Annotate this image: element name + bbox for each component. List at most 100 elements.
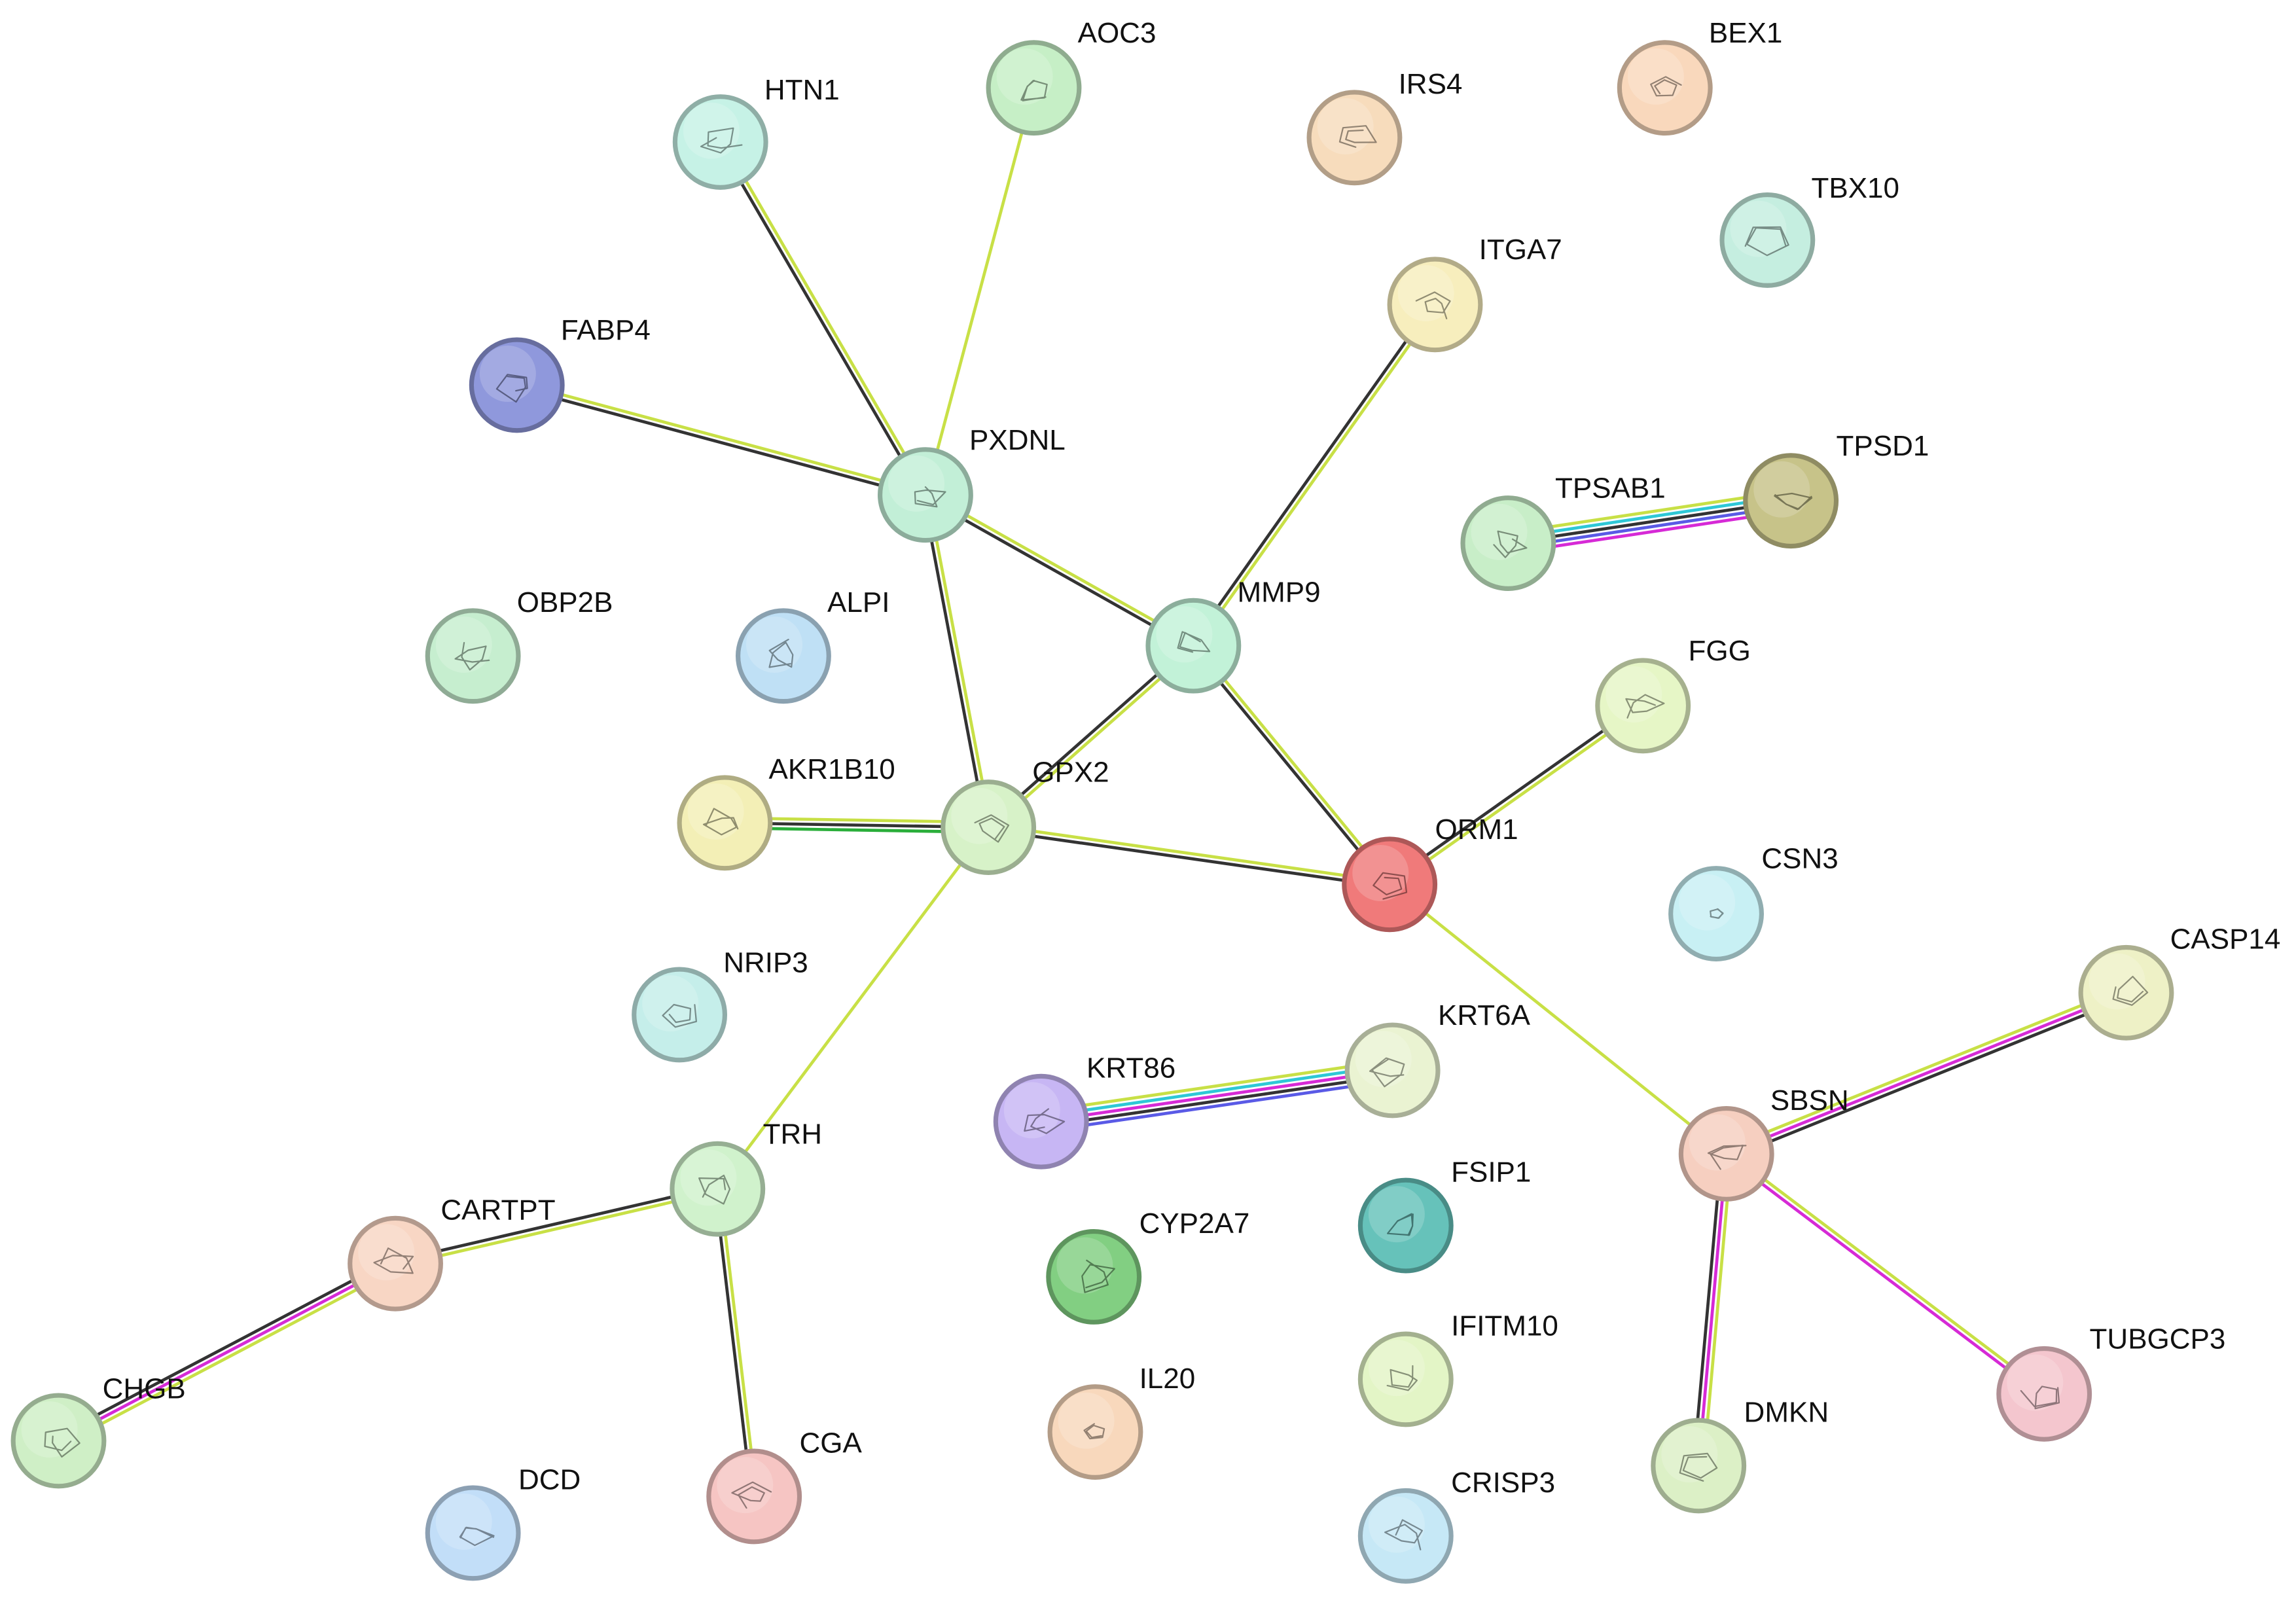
edge-gpx2-trh[interactable] xyxy=(716,826,990,1190)
node-akr1b10[interactable]: AKR1B10 xyxy=(677,753,895,871)
node-circle xyxy=(1460,495,1556,591)
node-circle xyxy=(986,40,1082,136)
node-ifitm10[interactable]: IFITM10 xyxy=(1357,1310,1558,1427)
edge-line-coexpression xyxy=(713,1189,753,1497)
edge-line-textmining xyxy=(1388,883,1728,1155)
node-krt6a[interactable]: KRT6A xyxy=(1344,999,1531,1118)
node-label: TPSD1 xyxy=(1837,430,1929,462)
node-tubgcp3[interactable]: TUBGCP3 xyxy=(1996,1323,2226,1442)
node-label: AOC3 xyxy=(1078,17,1157,49)
node-il20[interactable]: IL20 xyxy=(1047,1363,1195,1480)
edge-line-experiments xyxy=(58,1262,397,1442)
node-circle xyxy=(348,1215,443,1312)
node-trh[interactable]: TRH xyxy=(670,1118,822,1237)
node-highlight xyxy=(1368,1496,1425,1553)
edge-line-experiments xyxy=(1724,1154,2044,1397)
node-circle xyxy=(2078,944,2174,1041)
node-circle xyxy=(1719,192,1816,288)
edge-sbsn-tubgcp3[interactable] xyxy=(1724,1151,2047,1397)
node-chgb[interactable]: CHGB xyxy=(10,1373,186,1489)
node-pxdnl[interactable]: PXDNL xyxy=(878,424,1066,543)
edge-fabp4-pxdnl[interactable] xyxy=(516,381,927,499)
node-cartpt[interactable]: CARTPT xyxy=(348,1194,556,1312)
edge-sbsn-dmkn[interactable] xyxy=(1692,1153,1733,1467)
node-bex1[interactable]: BEX1 xyxy=(1617,17,1782,136)
node-label: DCD xyxy=(518,1463,581,1495)
node-highlight xyxy=(996,48,1053,105)
protein-structure-icon xyxy=(1024,1108,1066,1134)
node-aoc3[interactable]: AOC3 xyxy=(986,17,1157,136)
node-mmp9[interactable]: MMP9 xyxy=(1145,577,1321,694)
node-cga[interactable]: CGA xyxy=(706,1427,863,1545)
edge-aoc3-pxdnl[interactable] xyxy=(924,87,1035,495)
edge-line-homology xyxy=(1509,504,1792,550)
node-circle xyxy=(735,608,831,704)
edge-cartpt-chgb[interactable] xyxy=(55,1257,399,1447)
edge-line-homology xyxy=(1042,1079,1395,1134)
protein-structure-icon xyxy=(1338,125,1377,148)
node-circle xyxy=(706,1448,802,1545)
edge-line-textmining xyxy=(395,1190,719,1268)
edge-pxdnl-mmp9[interactable] xyxy=(923,491,1196,649)
protein-structure-icon xyxy=(2020,1386,2060,1410)
node-csn3[interactable]: CSN3 xyxy=(1668,843,1839,961)
node-highlight xyxy=(21,1401,78,1458)
node-label: GPX2 xyxy=(1032,757,1109,789)
node-highlight xyxy=(687,783,744,840)
node-irs4[interactable]: IRS4 xyxy=(1306,68,1462,186)
edge-fgg-orm1[interactable] xyxy=(1387,702,1645,888)
node-fabp4[interactable]: FABP4 xyxy=(469,314,651,433)
protein-structure-icon xyxy=(1177,631,1211,653)
node-dcd[interactable]: DCD xyxy=(425,1463,581,1581)
edge-line-textmining xyxy=(716,826,990,1190)
edge-line-databases xyxy=(1040,1064,1392,1118)
node-gpx2[interactable]: GPX2 xyxy=(941,757,1109,875)
edge-trh-cartpt[interactable] xyxy=(394,1185,719,1268)
node-fgg[interactable]: FGG xyxy=(1595,635,1751,754)
node-krt86[interactable]: KRT86 xyxy=(993,1052,1175,1170)
edge-line-textmining xyxy=(926,494,993,827)
node-tpsd1[interactable]: TPSD1 xyxy=(1743,430,1929,549)
edge-line-coexpression xyxy=(717,142,925,497)
edge-htn1-pxdnl[interactable] xyxy=(717,139,929,497)
edge-mmp9-orm1[interactable] xyxy=(1190,643,1393,887)
edge-itga7-mmp9[interactable] xyxy=(1190,302,1439,649)
node-highlight xyxy=(435,1494,492,1550)
edge-krt86-krt6a[interactable] xyxy=(1039,1059,1395,1134)
edge-gpx2-orm1[interactable] xyxy=(988,823,1391,889)
node-highlight xyxy=(680,1149,737,1206)
edge-line-textmining xyxy=(718,1188,759,1497)
node-nrip3[interactable]: NRIP3 xyxy=(632,947,808,1063)
node-tbx10[interactable]: TBX10 xyxy=(1719,172,1899,288)
node-label: ALPI xyxy=(827,586,889,618)
node-label: MMP9 xyxy=(1237,577,1320,609)
node-obp2b[interactable]: OBP2B xyxy=(425,586,613,704)
node-casp14[interactable]: CASP14 xyxy=(2078,923,2280,1041)
node-sbsn[interactable]: SBSN xyxy=(1678,1084,1849,1202)
node-fsip1[interactable]: FSIP1 xyxy=(1357,1156,1531,1274)
node-tpsab1[interactable]: TPSAB1 xyxy=(1460,473,1666,591)
edge-line-textmining xyxy=(924,87,1035,495)
edge-sbsn-casp14[interactable] xyxy=(1723,986,2129,1160)
node-label: FSIP1 xyxy=(1451,1156,1531,1188)
edge-orm1-sbsn[interactable] xyxy=(1388,883,1728,1155)
node-highlight xyxy=(642,975,699,1032)
node-itga7[interactable]: ITGA7 xyxy=(1387,234,1562,353)
edge-pxdnl-gpx2[interactable] xyxy=(921,494,993,829)
node-htn1[interactable]: HTN1 xyxy=(672,74,840,190)
node-highlight xyxy=(1605,666,1662,723)
protein-structure-icon xyxy=(2112,976,2149,1006)
node-crisp3[interactable]: CRISP3 xyxy=(1357,1467,1555,1584)
node-label: ITGA7 xyxy=(1479,234,1562,266)
node-highlight xyxy=(1753,461,1810,518)
node-dmkn[interactable]: DMKN xyxy=(1651,1396,1829,1514)
protein-structure-icon xyxy=(662,1003,697,1028)
node-alpi[interactable]: ALPI xyxy=(735,586,890,704)
edge-trh-cga[interactable] xyxy=(713,1188,759,1497)
node-label: FABP4 xyxy=(561,314,651,346)
node-cyp2a7[interactable]: CYP2A7 xyxy=(1046,1208,1249,1325)
node-label: FGG xyxy=(1689,635,1751,667)
node-circle xyxy=(878,447,973,543)
edge-line-textmining xyxy=(988,823,1391,884)
node-orm1[interactable]: ORM1 xyxy=(1342,814,1518,933)
